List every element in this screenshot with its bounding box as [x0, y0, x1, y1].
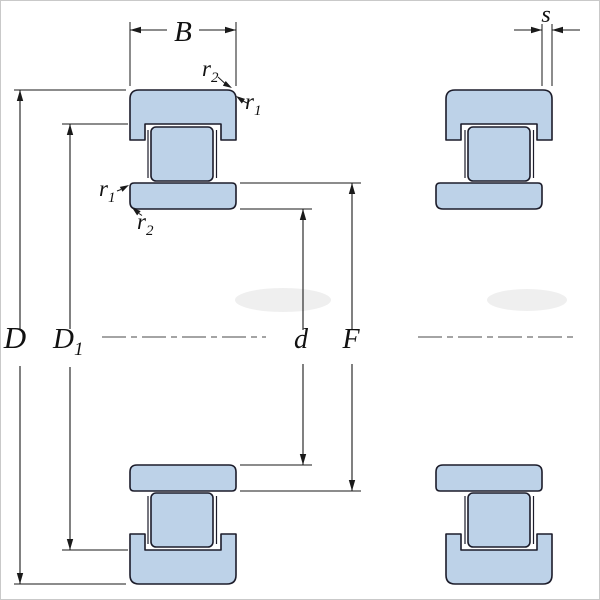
arrowhead — [16, 573, 24, 584]
arrowhead — [225, 26, 236, 34]
leader-line — [242, 100, 248, 104]
outer-ring-top — [129, 89, 237, 141]
arrowhead — [236, 96, 245, 104]
annotation-r2-outer: r2 — [202, 56, 232, 88]
dimension-s: s — [514, 2, 580, 86]
arrowhead — [16, 90, 24, 101]
left-bearing-section — [129, 89, 237, 585]
arrowhead — [531, 26, 542, 34]
dimension-label-D: D — [3, 320, 26, 355]
inner-ring-top — [435, 182, 543, 210]
outer-ring-top — [445, 89, 553, 141]
dimension-d: d — [240, 208, 316, 466]
arrowhead — [222, 81, 232, 88]
label-background — [167, 14, 199, 48]
leader-line — [217, 76, 226, 84]
arrowhead — [119, 185, 129, 192]
left-bearing-cage — [147, 130, 218, 544]
arrowhead — [299, 454, 307, 465]
label-background — [288, 330, 316, 364]
arrowhead — [299, 209, 307, 220]
arrowhead — [66, 124, 74, 135]
label-r1: r1 — [245, 89, 261, 119]
outer-ring-bottom — [129, 533, 237, 585]
arrowhead — [66, 539, 74, 550]
annotation-r1-inner: r1 — [99, 176, 129, 206]
annotation-r1-outer: r1 — [236, 89, 261, 119]
label-background — [337, 330, 365, 364]
arrowhead — [348, 183, 356, 194]
dimension-label-d: d — [294, 324, 309, 355]
dimension-D: D — [1, 89, 126, 585]
outer-ring-bottom — [445, 533, 553, 585]
inner-ring-top — [129, 182, 237, 210]
arrowhead — [132, 207, 141, 216]
label-background — [48, 329, 88, 367]
arrowhead — [130, 26, 141, 34]
inner-ring-bottom — [129, 464, 237, 492]
right-bearing-section — [435, 89, 553, 585]
roller-top — [150, 126, 214, 182]
watermark — [487, 289, 567, 311]
leader-line — [138, 213, 143, 216]
inner-ring-bottom — [435, 464, 543, 492]
dimension-D1: D1 — [48, 123, 128, 551]
label-background — [1, 330, 29, 366]
dimension-label-F: F — [341, 324, 360, 355]
leader-line — [116, 189, 122, 192]
dimension-label-s: s — [541, 2, 550, 28]
label-r2: r2 — [202, 56, 219, 86]
right-bearing-cage — [464, 130, 535, 544]
roller-top — [467, 126, 531, 182]
annotation-r2-inner: r2 — [132, 207, 154, 239]
dimension-label-D1: D1 — [52, 323, 83, 360]
dimension-B: B — [129, 14, 237, 86]
arrowhead — [348, 480, 356, 491]
dimension-F: F — [240, 182, 365, 492]
label-r2: r2 — [137, 209, 154, 239]
roller-bottom — [150, 492, 214, 548]
roller-bottom — [467, 492, 531, 548]
dimension-label-B: B — [174, 16, 192, 48]
watermark — [235, 288, 331, 312]
label-r1: r1 — [99, 176, 115, 206]
arrowhead — [552, 26, 563, 34]
